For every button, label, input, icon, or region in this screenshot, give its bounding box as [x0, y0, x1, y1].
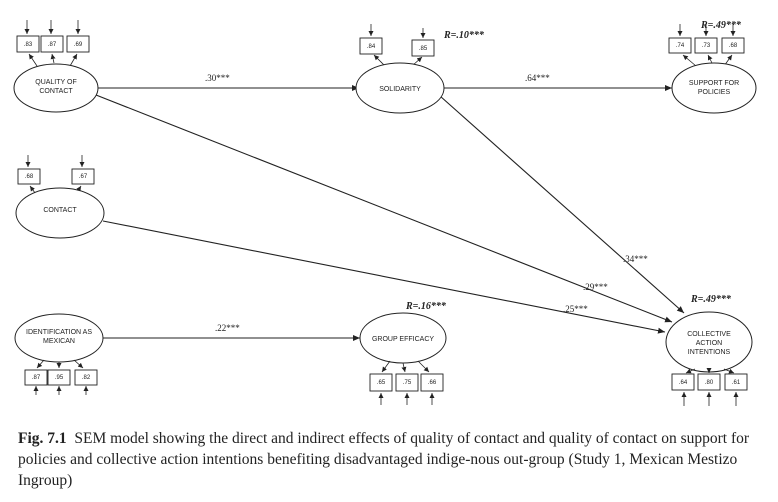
- indicator-loading: .61: [732, 380, 741, 386]
- indicator-loading: .87: [32, 375, 41, 381]
- indicator-loading: .74: [676, 43, 685, 49]
- coef-contact-cai: .25***: [563, 304, 588, 314]
- indicator-loading: .75: [403, 380, 412, 386]
- sem-diagram: .30*** .64*** .34*** .29*** .25*** .22**…: [13, 20, 757, 406]
- indicator-loading: .87: [48, 42, 57, 48]
- caption-text: SEM model showing the direct and indirec…: [18, 430, 750, 489]
- node-label: QUALITY OF: [35, 79, 77, 86]
- path-contact-cai: [102, 220, 666, 334]
- node-solidarity: .84 .85 R=.10*** SOLIDARITY: [355, 24, 485, 114]
- node-contact: .68 .67 CONTACT: [15, 155, 105, 239]
- indicator-loading: .95: [55, 375, 64, 381]
- node-label: MEXICAN: [43, 338, 75, 345]
- figure-label: Fig. 7.1: [18, 430, 67, 447]
- node-label: INTENTIONS: [688, 349, 731, 356]
- indicator-loading: .83: [24, 42, 33, 48]
- coef-identification-efficacy: .22***: [215, 323, 240, 333]
- node-label: SUPPORT FOR: [689, 80, 739, 87]
- node-collective-action-intentions: R=.49*** COLLECTIVE ACTION INTENTIONS .6…: [665, 294, 753, 406]
- indicator-loading: .66: [428, 380, 437, 386]
- node-label: CONTACT: [39, 88, 73, 95]
- r-squared-support-for-policies: R=.49***: [700, 20, 742, 31]
- coef-qoc-solidarity: .30***: [205, 73, 230, 83]
- node-label: CONTACT: [43, 207, 77, 214]
- indicator-loading: .69: [74, 42, 83, 48]
- node-label: COLLECTIVE: [687, 331, 731, 338]
- indicator-loading: .67: [79, 174, 88, 180]
- figure-caption: Fig. 7.1 SEM model showing the direct an…: [18, 428, 763, 491]
- indicator-loading: .73: [702, 43, 711, 49]
- node-label: GROUP EFFICACY: [372, 336, 434, 343]
- indicator-loading: .82: [82, 375, 91, 381]
- coef-solidarity-support: .64***: [525, 73, 550, 83]
- structural-paths: [95, 85, 685, 341]
- path-solidarity-cai: [439, 95, 685, 314]
- node-label: SOLIDARITY: [379, 86, 421, 93]
- node-quality-of-contact: .83 .87 .69 QUALITY OF CONTACT: [13, 20, 99, 113]
- coef-qoc-cai: .29***: [583, 282, 608, 292]
- node-group-efficacy: R=.16*** GROUP EFFICACY .65 .75 .66: [359, 301, 447, 405]
- indicator-loading: .85: [419, 46, 428, 52]
- indicator-loading: .65: [377, 380, 386, 386]
- path-qoc-cai: [95, 94, 673, 323]
- indicator-loading: .68: [729, 43, 738, 49]
- indicator-loading: .68: [25, 174, 34, 180]
- node-label: ACTION: [696, 340, 722, 347]
- r-squared-collective-action: R=.49***: [690, 294, 732, 305]
- node-label: IDENTIFICATION AS: [26, 329, 92, 336]
- node-support-for-policies: R=.49*** .74 .73 .68 SUPPORT FOR POLICIE…: [668, 20, 757, 114]
- indicator-loading: .64: [679, 380, 688, 386]
- node-label: POLICIES: [698, 89, 731, 96]
- r-squared-solidarity: R=.10***: [443, 30, 485, 41]
- indicator-loading: .84: [367, 44, 376, 50]
- node-identification-as-mexican: IDENTIFICATION AS MEXICAN .87 .95 .82: [14, 313, 104, 395]
- r-squared-group-efficacy: R=.16***: [405, 301, 447, 312]
- coef-solidarity-cai: .34***: [623, 254, 648, 264]
- indicator-loading: .80: [705, 380, 714, 386]
